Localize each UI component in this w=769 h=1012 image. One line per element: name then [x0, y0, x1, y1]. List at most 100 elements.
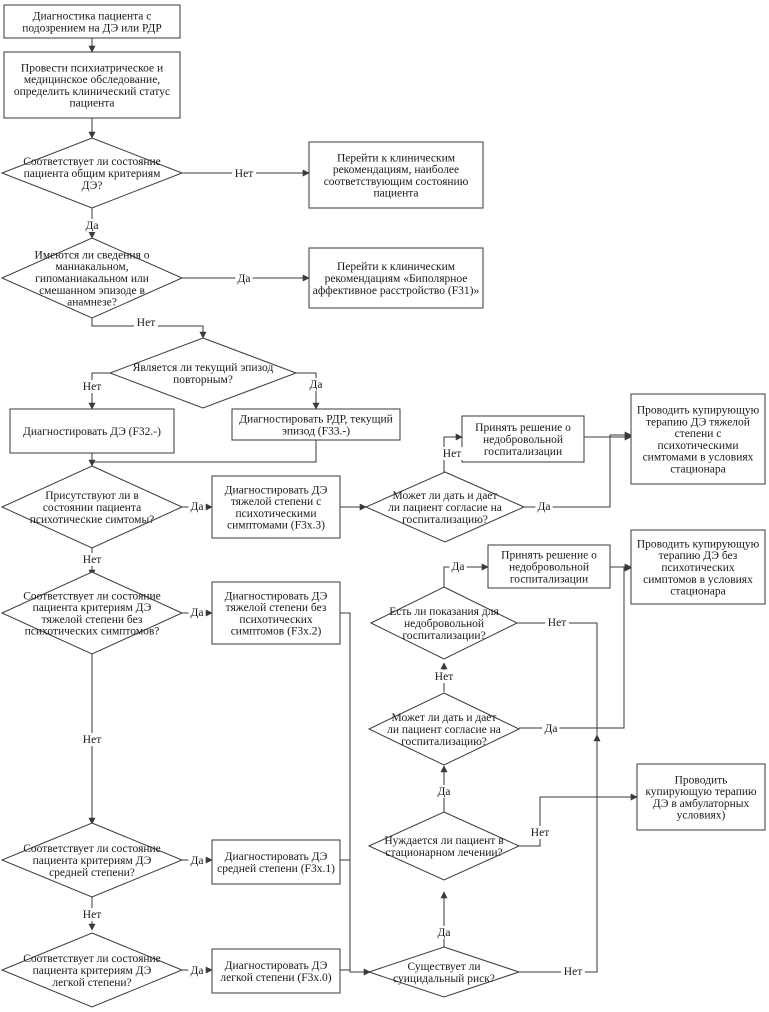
bipolar-guidelines-box-shape [308, 247, 484, 309]
mild-decision-line: легкой степени? [52, 977, 131, 989]
moderate-decision-line: средней степени? [49, 867, 135, 879]
other-guidelines-box-line: соответствующим состоянию [324, 176, 469, 188]
edge-label-text: Да [191, 855, 204, 867]
severe-nonpsychotic-decision-line: Соответствует ли состояние [23, 590, 161, 602]
edge-label-text: Да [191, 965, 204, 977]
edge-label-d3-no: Нет [80, 380, 104, 393]
edge-label-bg [235, 272, 253, 285]
severe-nonpsychotic-box-line: тяжелой степени без [226, 602, 327, 614]
consent-decision-2-shape [367, 692, 521, 766]
mania-history-decision-line: смешанном эпизоде в [39, 285, 145, 297]
diagnose-rdr-box-shape [231, 408, 401, 441]
edge-d5-b5 [524, 431, 632, 508]
edge-label-d5-no: Нет [440, 447, 464, 460]
bipolar-guidelines-box-line: аффективное расстройство (F31)» [313, 285, 480, 297]
outpatient-therapy-box-line: условиях) [677, 810, 726, 822]
start-box-line: подозрением на ДЭ или РДР [22, 22, 162, 34]
other-guidelines-box-line: рекомендациям, наиболее [333, 164, 459, 176]
severe-nonpsychotic-box-line: симптомов (F3x.2) [231, 626, 322, 638]
edge-label-bg [188, 606, 206, 619]
severe-psychotic-box-line: тяжелой степени с [231, 496, 321, 508]
edge-label-d10-yes: Да [188, 854, 206, 867]
edge-label-text: Да [191, 607, 204, 619]
repeat-episode-decision-shape [108, 337, 298, 409]
edge-label-bg [435, 926, 453, 939]
outpatient-therapy-box-shape [636, 763, 766, 831]
suicide-risk-decision-line: Существует ли [407, 961, 480, 973]
severe-nonpsychotic-box-line: психотических [239, 614, 313, 626]
edge-label-bg [188, 854, 206, 867]
edge-label-text: Нет [83, 909, 101, 921]
edge-label-bg [542, 722, 560, 735]
criteria-de-decision-shape [0, 137, 184, 209]
edge-label-text: Нет [435, 671, 453, 683]
moderate-box-shape [211, 839, 341, 885]
edge-label-d2-no: Нет [134, 316, 158, 329]
psychotic-symptoms-decision-line: Присутствуют ли в [45, 490, 139, 502]
severe-psychotic-box-line: симптомами (F3x.3) [227, 520, 325, 532]
edge-label-text: Да [238, 273, 251, 285]
involuntary-decision-box-1-line: госпитализации [484, 446, 562, 458]
connectors [88, 38, 638, 976]
edge-b2-d4 [88, 440, 317, 467]
edge-label-bg [432, 670, 456, 683]
involuntary-decision-box-2-line: недобровольной [509, 562, 589, 574]
diagnose-de-box: Диагностировать ДЭ (F32.-) [9, 408, 175, 454]
edge-d5-b4 [443, 433, 463, 472]
severe-nonpsychotic-therapy-box-line: симптомов в условиях [643, 574, 753, 586]
edge-label-bg [449, 560, 467, 573]
severe-psychotic-therapy-box-line: стационара [670, 464, 726, 476]
edge-label-text: Да [310, 379, 323, 391]
severe-nonpsychotic-decision-line: тяжелой степени без [42, 614, 143, 626]
criteria-de-decision-line: пациента общим критериям [24, 168, 162, 180]
diagnose-de-box-text: Диагностировать ДЭ (F32.-) [23, 426, 161, 438]
involuntary-decision-box-2-line: госпитализации [510, 573, 588, 585]
edge-label-d2-yes: Да [235, 272, 253, 285]
severe-nonpsychotic-decision-line: психотических симптомов? [25, 626, 160, 638]
edge-label-bg [232, 167, 256, 180]
severe-nonpsychotic-box-line: Диагностировать ДЭ [225, 590, 328, 602]
edge-label-d9-no: Нет [528, 826, 552, 839]
edge-label-bg [80, 908, 104, 921]
edge-d7-d12 [517, 622, 598, 735]
exam-box-line: пациента [69, 98, 114, 110]
other-guidelines-box-line: Перейти к клиническим [337, 152, 456, 164]
exam-box-shape [3, 51, 181, 119]
psychotic-symptoms-decision-line: состоянии пациента [43, 502, 141, 514]
edge-label-bg [435, 785, 453, 798]
edge-label-d8-no: Нет [432, 670, 456, 683]
edge-b6-d12 [340, 612, 371, 976]
edge-label-d12-no: Нет [561, 965, 585, 978]
inpatient-need-decision-line: стационарном лечении? [385, 847, 502, 859]
mania-history-decision-line: гипоманиакальном или [35, 273, 149, 285]
edge-label-d5-yes: Да [535, 500, 553, 513]
edge-label-d7-no: Нет [545, 616, 569, 629]
edge-label-bg [80, 553, 104, 566]
edge-label-d6-no: Нет [80, 733, 104, 746]
edge-label-bg [307, 378, 325, 391]
inpatient-need-decision-line: Нуждается ли пациент в [384, 835, 504, 847]
